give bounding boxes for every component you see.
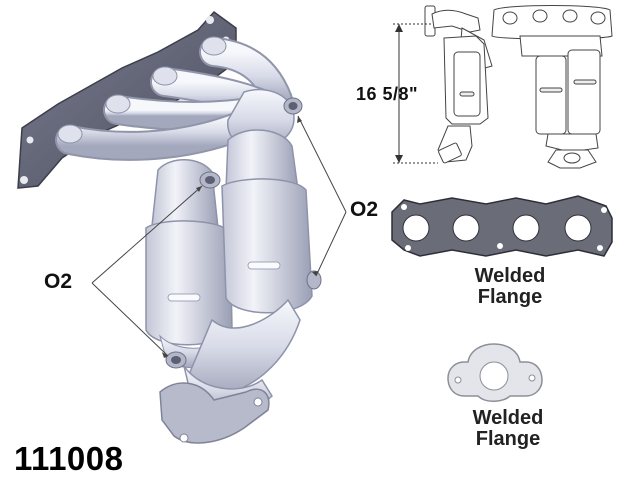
flange-label-2: Welded Flange [438, 408, 578, 450]
flange-label-1-line1: Welded [474, 265, 546, 287]
o2-bung-lower-left [165, 351, 187, 369]
o2-label-right: O2 [350, 198, 379, 221]
outlet-flange [159, 382, 270, 444]
front-view-drawing [491, 5, 613, 169]
o2-bung-upper-left [199, 171, 221, 189]
flange-label-1-line2: Flange [477, 286, 543, 308]
side-view-drawing [424, 5, 493, 164]
o2-bung-lower-right [306, 270, 322, 290]
flange-label-2-line2: Flange [475, 428, 541, 450]
right-converter [221, 129, 313, 314]
flange-label-1: Welded Flange [440, 266, 580, 308]
dimension-label: 16 5/8" [356, 84, 419, 104]
part-number: 111008 [14, 440, 124, 477]
welded-flange-gasket [391, 195, 613, 257]
o2-leader-lines [91, 115, 347, 357]
manifold-render [17, 10, 322, 444]
o2-label-left: O2 [44, 270, 73, 293]
o2-bung-upper-right [283, 97, 303, 115]
dimension-line [393, 23, 438, 164]
flange-label-2-line1: Welded [472, 407, 544, 429]
welded-flange-round [447, 343, 543, 402]
